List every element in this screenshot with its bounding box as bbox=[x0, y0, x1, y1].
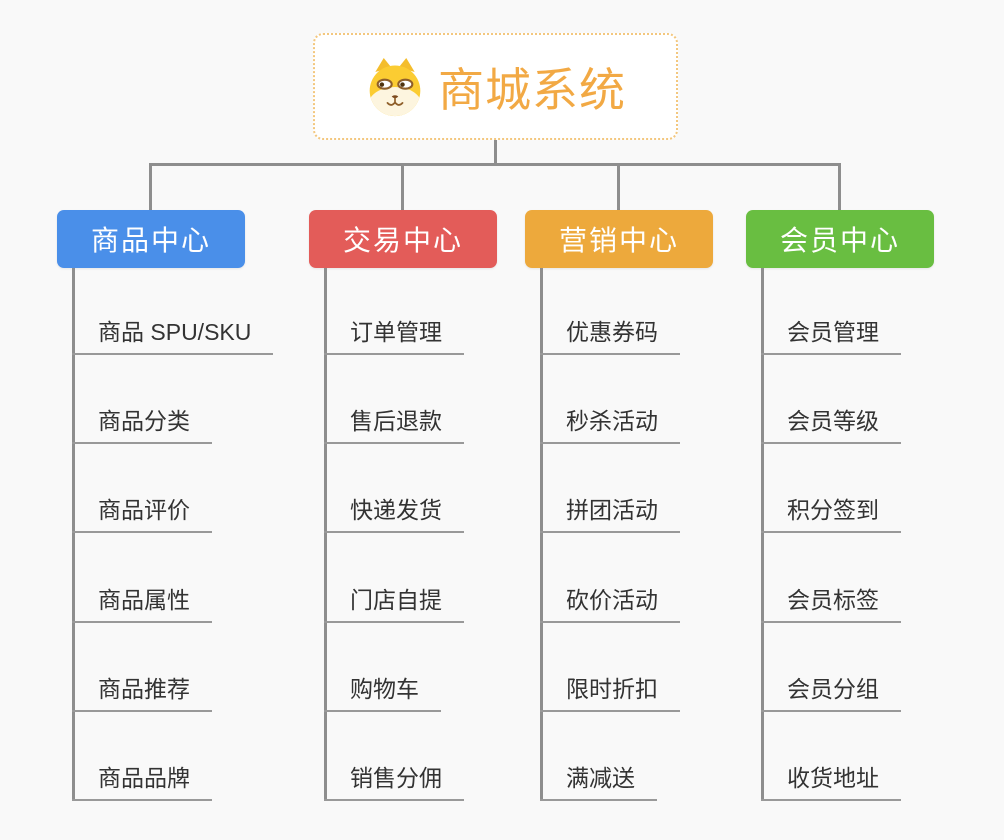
branch-spine-line bbox=[72, 268, 75, 801]
root-title: 商城系统 bbox=[438, 63, 626, 116]
mindmap-item[interactable]: 售后退款 bbox=[324, 406, 464, 444]
branch-drop-connector bbox=[617, 163, 620, 210]
mindmap-item[interactable]: 购物车 bbox=[324, 674, 441, 712]
mindmap-item[interactable]: 会员分组 bbox=[761, 674, 901, 712]
mindmap-item[interactable]: 商品推荐 bbox=[72, 674, 212, 712]
mindmap-item[interactable]: 限时折扣 bbox=[540, 674, 680, 712]
branch-header-marketing-center[interactable]: 营销中心 bbox=[525, 210, 713, 268]
branch-header-trade-center[interactable]: 交易中心 bbox=[309, 210, 497, 268]
mindmap-item[interactable]: 订单管理 bbox=[324, 317, 464, 355]
root-stem-connector bbox=[494, 140, 497, 166]
mindmap-item[interactable]: 门店自提 bbox=[324, 585, 464, 623]
mindmap-item[interactable]: 拼团活动 bbox=[540, 495, 680, 533]
mindmap-item[interactable]: 销售分佣 bbox=[324, 763, 464, 801]
mindmap-item[interactable]: 满减送 bbox=[540, 763, 657, 801]
branch-rail-connector bbox=[149, 163, 841, 166]
branch-spine-line bbox=[761, 268, 764, 801]
branch-trade-center: 交易中心 订单管理 售后退款 快递发货 门店自提 购物车 销售分佣 bbox=[309, 210, 569, 820]
branch-marketing-center: 营销中心 优惠券码 秒杀活动 拼团活动 砍价活动 限时折扣 满减送 bbox=[525, 210, 785, 820]
mindmap-item[interactable]: 收货地址 bbox=[761, 763, 901, 801]
mindmap-item[interactable]: 秒杀活动 bbox=[540, 406, 680, 444]
mindmap-item[interactable]: 砍价活动 bbox=[540, 585, 680, 623]
branch-header-member-center[interactable]: 会员中心 bbox=[746, 210, 934, 268]
mindmap-item[interactable]: 快递发货 bbox=[324, 495, 464, 533]
mindmap-item[interactable]: 会员标签 bbox=[761, 585, 901, 623]
mindmap-item[interactable]: 商品分类 bbox=[72, 406, 212, 444]
mindmap-item[interactable]: 商品 SPU/SKU bbox=[72, 317, 274, 355]
branch-spine-line bbox=[540, 268, 543, 801]
mindmap-item[interactable]: 商品属性 bbox=[72, 585, 212, 623]
branch-drop-connector bbox=[838, 163, 841, 210]
branch-spine-line bbox=[324, 268, 327, 801]
mindmap-item[interactable]: 商品评价 bbox=[72, 495, 212, 533]
mindmap-item[interactable]: 会员管理 bbox=[761, 317, 901, 355]
branch-drop-connector bbox=[401, 163, 404, 210]
mindmap-item[interactable]: 积分签到 bbox=[761, 495, 901, 533]
branch-product-center: 商品中心 商品 SPU/SKU 商品分类 商品评价 商品属性 商品推荐 商品品牌 bbox=[57, 210, 317, 820]
mindmap-item[interactable]: 会员等级 bbox=[761, 406, 901, 444]
shiba-dog-icon bbox=[365, 57, 425, 117]
branch-drop-connector bbox=[149, 163, 152, 210]
branch-member-center: 会员中心 会员管理 会员等级 积分签到 会员标签 会员分组 收货地址 bbox=[746, 210, 1004, 820]
root-node[interactable]: 商城系统 bbox=[313, 33, 678, 140]
branch-header-product-center[interactable]: 商品中心 bbox=[57, 210, 245, 268]
mindmap-item[interactable]: 优惠券码 bbox=[540, 317, 680, 355]
mindmap-item[interactable]: 商品品牌 bbox=[72, 763, 212, 801]
